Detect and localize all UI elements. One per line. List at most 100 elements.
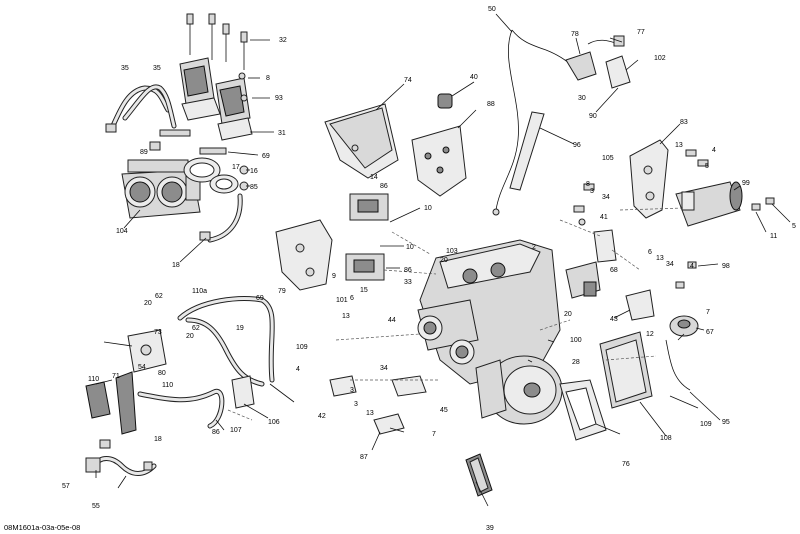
- voltage-regulator-67: [669, 315, 699, 337]
- callout-57: 57: [62, 483, 70, 490]
- callout-13-lower: 13: [366, 410, 374, 417]
- callout-4-mid: 4: [690, 263, 694, 270]
- callout-35-a: 35: [121, 65, 129, 72]
- engine-mount-bracket-83: [629, 139, 669, 219]
- callout-3-lower: 3: [354, 401, 358, 408]
- coolant-hose-69: [177, 296, 275, 383]
- cable-95: [665, 339, 691, 391]
- callout-12: 12: [646, 331, 654, 338]
- callout-55: 55: [92, 503, 100, 510]
- callout-5-right: 5: [792, 223, 796, 230]
- callout-62-top: 62: [155, 293, 163, 300]
- callout-50: 50: [488, 6, 496, 13]
- callout-73: 73: [154, 329, 162, 336]
- throttle-housing-73: [127, 329, 167, 373]
- callout-34-right: 34: [602, 194, 610, 201]
- callout-78: 78: [571, 31, 579, 38]
- callout-62-lower: 62: [192, 325, 200, 332]
- callout-110a: 110a: [192, 288, 207, 295]
- callout-20-right: 20: [564, 311, 572, 318]
- callout-77: 77: [637, 29, 645, 36]
- callout-41: 41: [600, 214, 608, 221]
- callout-2: 2: [532, 244, 536, 251]
- callout-leaders: [95, 13, 791, 507]
- callout-6-right: 6: [648, 249, 652, 256]
- callout-110-a: 110: [88, 376, 99, 383]
- callout-33: 33: [404, 279, 412, 286]
- callout-39: 39: [486, 525, 494, 532]
- assembly-lines: [227, 207, 685, 421]
- callout-101: 101: [336, 297, 348, 304]
- callout-5-top: 5: [705, 163, 709, 170]
- callout-100: 100: [570, 337, 582, 344]
- coil-86-upper: [349, 193, 389, 221]
- engine-support-76: [559, 379, 607, 441]
- bracket-106: [231, 375, 255, 409]
- callout-10-b: 10: [406, 244, 414, 251]
- callout-86-top: 86: [380, 183, 388, 190]
- oil-line-left: [199, 193, 243, 243]
- oil-dipstick: [492, 29, 573, 216]
- ignition-coil-group: [179, 13, 253, 141]
- callout-18-left: 18: [172, 262, 180, 269]
- callout-40: 40: [470, 74, 478, 81]
- callout-96: 96: [573, 142, 581, 149]
- callout-87: 87: [360, 454, 368, 461]
- callout-8-right: 8: [586, 181, 590, 188]
- callout-45: 45: [440, 407, 448, 414]
- callout-9-centre: 9: [332, 273, 336, 280]
- callout-4-right: 4: [712, 147, 716, 154]
- callout-18-lower: 18: [154, 436, 162, 443]
- reference-code: 08M1601a-03a-05e-08: [4, 523, 80, 532]
- callout-110-b: 110: [162, 382, 173, 389]
- callout-104: 104: [116, 228, 128, 235]
- callout-14: 14: [370, 174, 378, 181]
- callout-86-lower: 86: [404, 267, 412, 274]
- callout-15: 15: [360, 287, 368, 294]
- callout-20-lower: 20: [186, 333, 194, 340]
- callout-74: 74: [404, 77, 412, 84]
- callout-69-lower: 69: [256, 295, 264, 302]
- elbow-57-55: [85, 439, 157, 476]
- callout-3-centre: 3: [350, 387, 354, 394]
- callout-108: 108: [660, 435, 672, 442]
- callout-67: 67: [706, 329, 714, 336]
- callout-107: 107: [230, 427, 242, 434]
- drive-belt-39: [465, 453, 493, 497]
- bolt-set-right: [573, 149, 775, 289]
- callout-20-centre: 20: [440, 257, 448, 264]
- callout-54: 54: [138, 364, 146, 371]
- ecm-108: [599, 331, 653, 409]
- callout-106: 106: [268, 419, 280, 426]
- callout-8-top: 8: [266, 75, 270, 82]
- callout-35-b: 35: [153, 65, 161, 72]
- callout-13-mid: 13: [656, 255, 664, 262]
- grip-71: [85, 381, 111, 419]
- bracket-43: [625, 289, 655, 321]
- callout-109-right: 109: [700, 421, 712, 428]
- callout-6-centre: 6: [350, 295, 354, 302]
- callout-90: 90: [589, 113, 597, 120]
- callout-88: 88: [487, 101, 495, 108]
- callout-44: 44: [388, 317, 396, 324]
- callout-13-centre: 13: [342, 313, 350, 320]
- callout-69-top: 69: [262, 153, 270, 160]
- callout-19: 19: [236, 325, 244, 332]
- callout-32: 32: [279, 37, 287, 44]
- clamp-group: [183, 157, 249, 194]
- callout-20-left: 20: [144, 300, 152, 307]
- callout-31: 31: [278, 130, 286, 137]
- engine-block: [417, 239, 561, 385]
- callout-34-mid: 34: [666, 261, 674, 268]
- callout-34-centre: 34: [380, 365, 388, 372]
- callout-28: 28: [572, 359, 580, 366]
- callout-16: 16: [250, 168, 258, 175]
- callout-80: 80: [158, 370, 166, 377]
- callout-68: 68: [610, 267, 618, 274]
- sensor-54-80: [115, 371, 225, 435]
- sensor-bracket-79: [275, 219, 333, 291]
- starter-motor-99: [675, 181, 743, 227]
- callout-labels: 50 77 78 102 30 90 32 40 74 88 96 35 35 …: [62, 6, 796, 532]
- callout-11: 11: [770, 233, 777, 240]
